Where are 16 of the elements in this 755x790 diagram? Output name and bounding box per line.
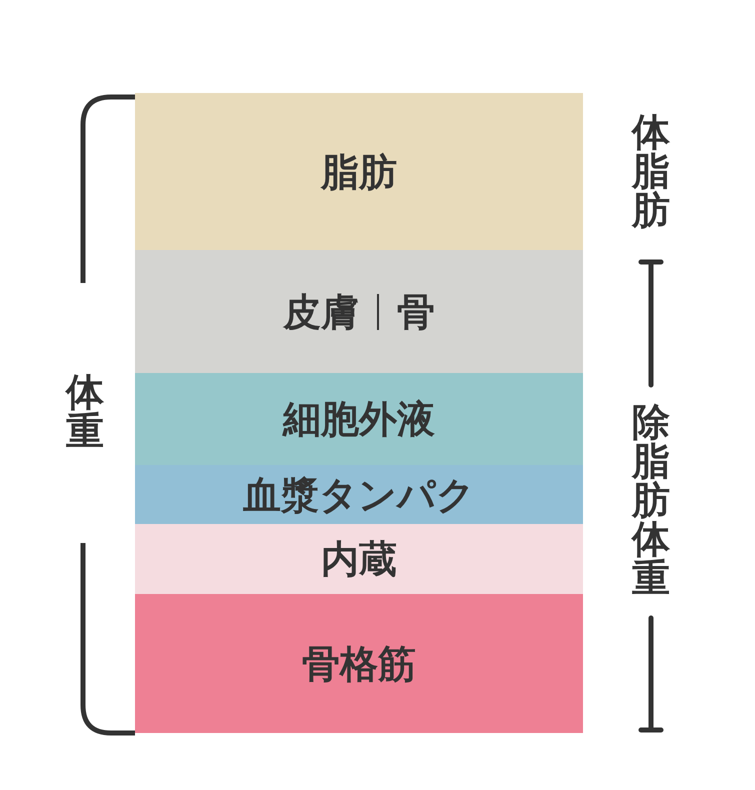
layer-label: 血漿タンパク <box>243 476 475 514</box>
layer-label: 脂肪 <box>321 152 397 190</box>
layer-band <box>135 93 583 250</box>
layer-label: 細胞外液 <box>283 400 435 438</box>
layer-band <box>135 524 583 594</box>
vertical-label: 除脂肪体重 <box>631 403 671 598</box>
layer-label: 内蔵 <box>321 540 397 578</box>
layer-label: 皮膚 <box>283 292 359 330</box>
layer-label: 骨格筋 <box>302 644 416 682</box>
layer-label: 骨 <box>397 292 435 330</box>
layer-band <box>135 250 583 373</box>
vertical-label: 体重 <box>65 373 105 451</box>
layer-band <box>135 594 583 733</box>
vertical-label: 体脂肪 <box>631 113 671 230</box>
layer-band <box>135 465 583 524</box>
layer-band <box>135 373 583 465</box>
